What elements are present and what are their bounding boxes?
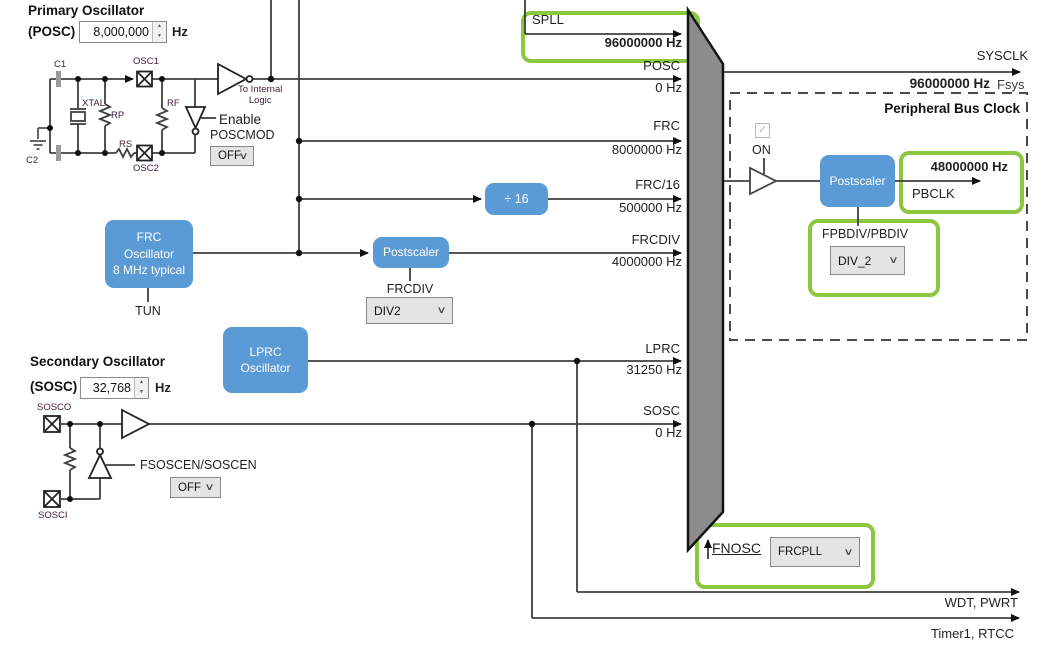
- sosc-spinner-buttons[interactable]: ▲▼: [134, 378, 148, 398]
- mux-input-lprc-value: 31250 Hz: [626, 362, 682, 377]
- sysclk-alias: Fsys: [997, 77, 1025, 92]
- sysclk-label: SYSCLK: [976, 48, 1028, 63]
- pb-clock-title: Peripheral Bus Clock: [884, 101, 1020, 116]
- mux-input-lprc-label: LPRC: [645, 341, 680, 356]
- pb-on-label: ON: [752, 143, 771, 157]
- secondary-osc-subtitle: (SOSC): [30, 379, 78, 394]
- posc-frequency-input[interactable]: 8,000,000 ▲▼: [79, 21, 167, 43]
- fpbdiv-param-label: FPBDIV/PBDIV: [822, 227, 909, 241]
- c2-label: C2: [26, 155, 39, 166]
- mux-input-frc16-label: FRC/16: [635, 177, 680, 192]
- clock-mux-shape: [686, 5, 725, 554]
- rp-label: RP: [111, 110, 125, 121]
- frcdiv-select[interactable]: DIV2 ∨: [366, 297, 453, 324]
- mux-input-sosc-value: 0 Hz: [655, 425, 682, 440]
- spinner-down-icon: ▼: [153, 32, 166, 42]
- pb-on-checkbox[interactable]: ✓: [755, 123, 770, 138]
- posc-spinner-buttons[interactable]: ▲▼: [152, 22, 166, 42]
- mux-input-frc16-value: 500000 Hz: [619, 200, 682, 215]
- highlight-pbclk: [899, 151, 1024, 214]
- frc-oscillator-box: FRC Oscillator 8 MHz typical: [105, 220, 193, 288]
- osc2-label: OSC2: [133, 163, 159, 174]
- xtal-label: XTAL: [82, 98, 106, 109]
- rf-label: RF: [167, 98, 180, 109]
- mux-input-posc-label: POSC: [643, 58, 680, 73]
- timer-output-label: Timer1, RTCC: [930, 626, 1014, 641]
- pbclk-label: PBCLK: [912, 186, 955, 201]
- pb-postscaler-box: Postscaler: [820, 155, 895, 207]
- fnosc-select[interactable]: FRCPLL ∨: [770, 537, 860, 567]
- div16-box: ÷ 16: [485, 183, 548, 215]
- mux-input-spll-label: SPLL: [532, 12, 564, 27]
- poscmod-select[interactable]: OFF ∨: [210, 146, 254, 166]
- highlight-fpbdiv: [808, 219, 940, 297]
- spinner-up-icon: ▲: [153, 22, 166, 32]
- sosco-label: SOSCO: [37, 402, 72, 413]
- lprc-oscillator-box: LPRC Oscillator: [223, 327, 308, 393]
- enable-label: Enable: [219, 112, 262, 127]
- chevron-down-icon: ∨: [843, 546, 854, 558]
- mux-input-spll-value: 96000000 Hz: [604, 35, 682, 50]
- check-icon: ✓: [757, 124, 768, 136]
- mux-input-frcdiv-value: 4000000 Hz: [611, 254, 682, 269]
- mux-input-frc-value: 8000000 Hz: [611, 142, 682, 157]
- osc1-label: OSC1: [133, 56, 159, 67]
- pbclk-value: 48000000 Hz: [930, 159, 1008, 174]
- posc-unit: Hz: [172, 24, 188, 39]
- sosci-label: SOSCI: [38, 510, 68, 521]
- mux-input-posc-value: 0 Hz: [655, 80, 682, 95]
- spinner-down-icon: ▼: [135, 388, 148, 398]
- secondary-osc-title: Secondary Oscillator: [30, 354, 166, 369]
- sosc-frequency-input[interactable]: 32,768 ▲▼: [80, 377, 149, 399]
- fsoscen-label: FSOSCEN/SOSCEN: [140, 458, 257, 472]
- frcdiv-param-label: FRCDIV: [386, 282, 434, 296]
- highlight-fnosc: [695, 523, 875, 589]
- mux-input-frc-label: FRC: [653, 118, 680, 133]
- primary-osc-title: Primary Oscillator: [28, 3, 145, 18]
- tun-label: TUN: [135, 304, 161, 318]
- sosc-unit: Hz: [155, 380, 171, 395]
- fnosc-label: FNOSC: [712, 540, 761, 556]
- mux-input-frcdiv-label: FRCDIV: [631, 232, 680, 247]
- primary-osc-subtitle: (POSC): [28, 24, 76, 39]
- poscmod-label: POSCMOD: [210, 128, 275, 142]
- fsoscen-select[interactable]: OFF ∨: [170, 477, 221, 498]
- sysclk-value: 96000000 Hz: [909, 76, 990, 91]
- wdt-output-label: WDT, PWRT: [944, 595, 1018, 610]
- chevron-down-icon: ∨: [238, 150, 249, 162]
- spinner-up-icon: ▲: [135, 378, 148, 388]
- rs-label: RS: [119, 139, 133, 150]
- chevron-down-icon: ∨: [436, 305, 447, 316]
- chevron-down-icon: ∨: [204, 482, 215, 493]
- fpbdiv-select[interactable]: DIV_2 ∨: [830, 246, 905, 275]
- chevron-down-icon: ∨: [888, 255, 899, 266]
- mux-input-sosc-label: SOSC: [643, 403, 680, 418]
- frc-postscaler-box: Postscaler: [373, 237, 449, 268]
- c1-label: C1: [54, 59, 67, 70]
